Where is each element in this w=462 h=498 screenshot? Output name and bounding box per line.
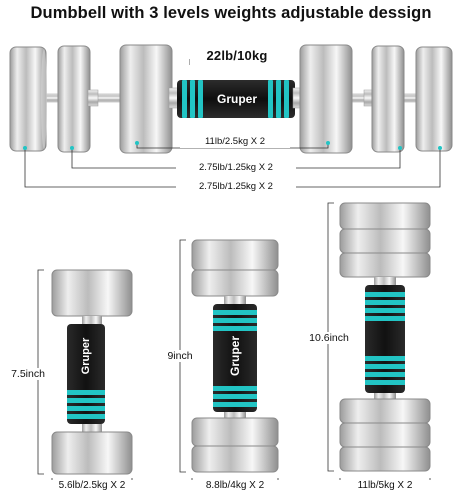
weight-label-level-2: 8.8lb/4kg X 2: [182, 480, 288, 492]
brand-label-level-1: Gruper: [80, 337, 92, 375]
left-outer-plate: [9, 46, 47, 152]
grip-rings: [182, 80, 289, 118]
brand-label-level-2: Gruper: [228, 336, 242, 377]
dumbbell-level-3: [327, 202, 431, 472]
right-outer-plate: [415, 46, 453, 152]
outer-plates-label: 2.75lb/1.25kg X 2: [176, 181, 296, 193]
brand-label-top: Gruper: [216, 92, 257, 106]
right-middle-plate: [371, 45, 405, 153]
dumbbell-level-1: [37, 269, 133, 475]
left-middle-plate: [57, 45, 91, 153]
left-inner-plate: [119, 44, 173, 154]
dumbbell-level-2: [179, 239, 279, 473]
handle-grip: [177, 80, 295, 118]
height-label-level-1: 7.5inch: [2, 368, 54, 380]
height-label-level-3: 10.6inch: [300, 332, 358, 344]
weight-label-level-3: 11lb/5kg X 2: [334, 480, 436, 492]
right-inner-plate: [299, 44, 353, 154]
weight-label-level-1: 5.6lb/2.5kg X 2: [38, 480, 146, 492]
exploded-dumbbell: [9, 44, 453, 188]
middle-plates-label: 2.75lb/1.25kg X 2: [176, 162, 296, 174]
height-label-level-2: 9inch: [158, 350, 202, 362]
page-title: Dumbbell with 3 levels weights adjustabl…: [30, 4, 432, 22]
total-weight-label: 22lb/10kg: [206, 48, 268, 63]
inner-plates-label: 11lb/2.5kg X 2: [180, 136, 290, 148]
